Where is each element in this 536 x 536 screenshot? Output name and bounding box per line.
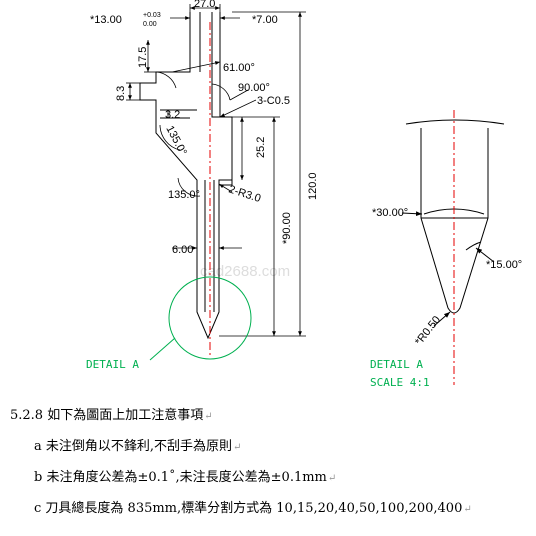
technical-drawing: cad2688.com xyxy=(86,0,522,389)
detail-a-circle xyxy=(168,276,252,360)
dim-25-2: 25.2 xyxy=(255,137,267,158)
radius-r3: 2-R3.0 xyxy=(227,183,262,205)
dim-8-3: 8.3 xyxy=(115,86,127,101)
note-item-a: a 未注倒角以不鋒利,不刮手為原則↵ xyxy=(34,439,242,454)
radius-r05: *R0.50 xyxy=(413,314,443,348)
note-item-c: c 刀具總長度為 835mm,標準分割方式為 10,15,20,40,50,10… xyxy=(34,501,472,516)
dim-7: *7.00 xyxy=(252,14,278,26)
notes-heading: 5.2.8 如下為圖面上加工注意事項↵ xyxy=(10,408,213,423)
dim-27: 27.0 xyxy=(194,0,215,10)
tool-profile xyxy=(139,12,233,340)
angle-30: *30.00° xyxy=(372,207,408,219)
tool-outline xyxy=(139,12,233,340)
dim-90: *90.00 xyxy=(281,212,293,244)
note-item-b: b 未注角度公差為±0.1˚,未注長度公差為±0.1mm↵ xyxy=(34,470,337,485)
angle-90: 90.00° xyxy=(238,82,270,94)
tool-ledge xyxy=(160,109,197,119)
detail-top-arc xyxy=(405,119,505,125)
angle-15: *15.00° xyxy=(486,259,522,271)
notes-section: 5.2.8 如下為圖面上加工注意事項↵ a 未注倒角以不鋒利,不刮手為原則↵ b… xyxy=(10,404,530,528)
angle-61: 61.00° xyxy=(223,62,255,74)
dim-120: 120.0 xyxy=(307,172,319,200)
detail-tip-outline xyxy=(420,128,489,314)
angle-135: 135.0° xyxy=(168,189,200,201)
watermark: cad2688.com xyxy=(200,263,290,280)
dim-6: 6.00 xyxy=(172,244,193,256)
scale-label: SCALE 4:1 xyxy=(370,376,430,389)
dim-17-5: 17.5 xyxy=(137,47,149,68)
detail-a-label-right: DETAIL A xyxy=(370,358,423,371)
dim-3-2: 3.2 xyxy=(165,109,180,121)
dim-13-tol-lower: 0.00 xyxy=(143,21,157,28)
chamfer-label: 3-C0.5 xyxy=(257,95,290,107)
detail-a-enlarged xyxy=(401,119,505,327)
detail-a-leader xyxy=(149,337,176,361)
dimension-lines xyxy=(126,4,306,337)
tool-inner-lines xyxy=(199,12,220,312)
detail-a-label-left: DETAIL A xyxy=(86,358,139,371)
angle-135-top: 135.0° xyxy=(163,124,189,158)
dim-13-tol-upper: +0.03 xyxy=(143,12,161,19)
dim-13: *13.00 xyxy=(90,14,122,26)
